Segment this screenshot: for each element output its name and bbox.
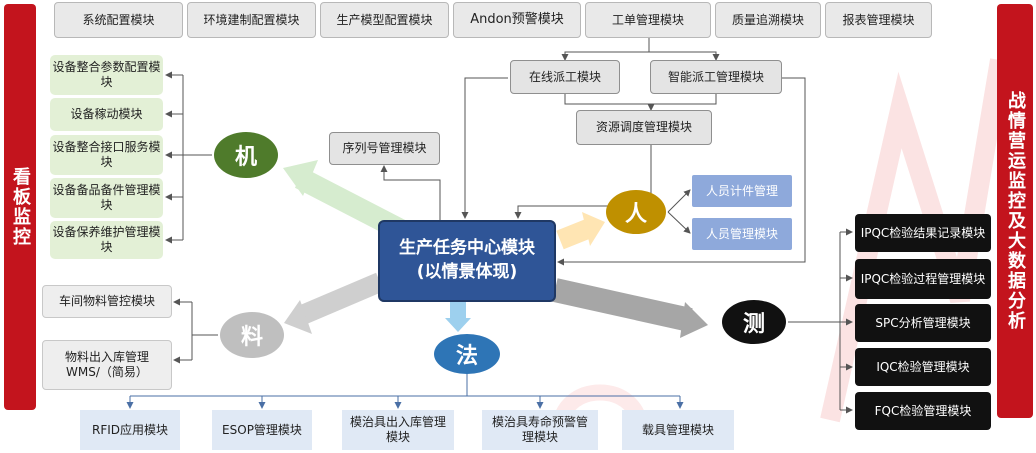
machine-arrow-head: [283, 160, 318, 196]
module-resource-scheduling[interactable]: 资源调度管理模块: [576, 110, 712, 145]
module-fixture-inout[interactable]: 模治具出入库管理模块: [342, 410, 454, 450]
module-workshop-material[interactable]: 车间物料管控模块: [42, 285, 172, 318]
module-quality-trace[interactable]: 质量追溯模块: [715, 2, 821, 38]
module-serial-number[interactable]: 序列号管理模块: [329, 132, 440, 165]
kanban-monitor-bar[interactable]: 看板监控: [4, 4, 36, 410]
module-smart-dispatch[interactable]: 智能派工管理模块: [650, 60, 782, 94]
module-rfid[interactable]: RFID应用模块: [80, 410, 180, 450]
war-room-analytics-label: 战情营运监控及大数据分析: [1005, 91, 1026, 331]
module-andon-alert[interactable]: Andon预警模块: [453, 2, 581, 38]
machine-circle[interactable]: 机: [214, 132, 278, 178]
module-ipqc-result[interactable]: IPQC检验结果记录模块: [855, 214, 991, 252]
module-system-config[interactable]: 系统配置模块: [54, 2, 183, 38]
module-report[interactable]: 报表管理模块: [825, 2, 932, 38]
module-iqc[interactable]: IQC检验管理模块: [855, 348, 991, 386]
module-equipment-spare-parts[interactable]: 设备备品备件管理模块: [50, 178, 163, 218]
module-piecework[interactable]: 人员计件管理: [692, 175, 792, 207]
module-equipment-utilization[interactable]: 设备稼动模块: [50, 98, 163, 131]
module-personnel[interactable]: 人员管理模块: [692, 218, 792, 250]
module-fqc[interactable]: FQC检验管理模块: [855, 392, 991, 430]
method-arrow-head: [445, 318, 471, 332]
kanban-monitor-label: 看板监控: [10, 167, 31, 247]
method-circle[interactable]: 法: [434, 334, 500, 374]
material-circle[interactable]: 料: [220, 312, 284, 358]
module-production-model-config[interactable]: 生产模型配置模块: [320, 2, 449, 38]
module-carrier[interactable]: 载具管理模块: [622, 410, 734, 450]
module-work-order[interactable]: 工单管理模块: [585, 2, 711, 38]
module-material-wms[interactable]: 物料出入库管理WMS/（简易）: [42, 340, 172, 390]
module-online-dispatch[interactable]: 在线派工模块: [510, 60, 620, 94]
module-environment-config[interactable]: 环境建制配置模块: [187, 2, 316, 38]
people-arrow: [556, 218, 594, 250]
measure-arrow: [552, 278, 693, 332]
production-task-center[interactable]: 生产任务中心模块 (以情景体现): [378, 220, 556, 302]
material-arrow: [296, 272, 384, 326]
module-fixture-lifetime[interactable]: 模治具寿命预警管理模块: [482, 410, 598, 450]
measure-circle[interactable]: 测: [722, 300, 786, 344]
module-spc[interactable]: SPC分析管理模块: [855, 304, 991, 342]
material-arrow-head: [284, 300, 312, 334]
measure-arrow-head: [680, 302, 708, 338]
module-equipment-interface[interactable]: 设备整合接口服务模块: [50, 135, 163, 175]
people-arrow-head: [582, 212, 605, 246]
people-circle[interactable]: 人: [606, 190, 666, 234]
war-room-analytics-bar[interactable]: 战情营运监控及大数据分析: [997, 4, 1033, 418]
module-esop[interactable]: ESOP管理模块: [212, 410, 312, 450]
center-title: 生产任务中心模块: [399, 238, 535, 259]
module-equipment-param-config[interactable]: 设备整合参数配置模块: [50, 55, 163, 95]
module-ipqc-process[interactable]: IPQC检验过程管理模块: [855, 259, 991, 299]
module-equipment-maintenance[interactable]: 设备保养维护管理模块: [50, 221, 163, 259]
center-subtitle: (以情景体现): [416, 262, 518, 282]
